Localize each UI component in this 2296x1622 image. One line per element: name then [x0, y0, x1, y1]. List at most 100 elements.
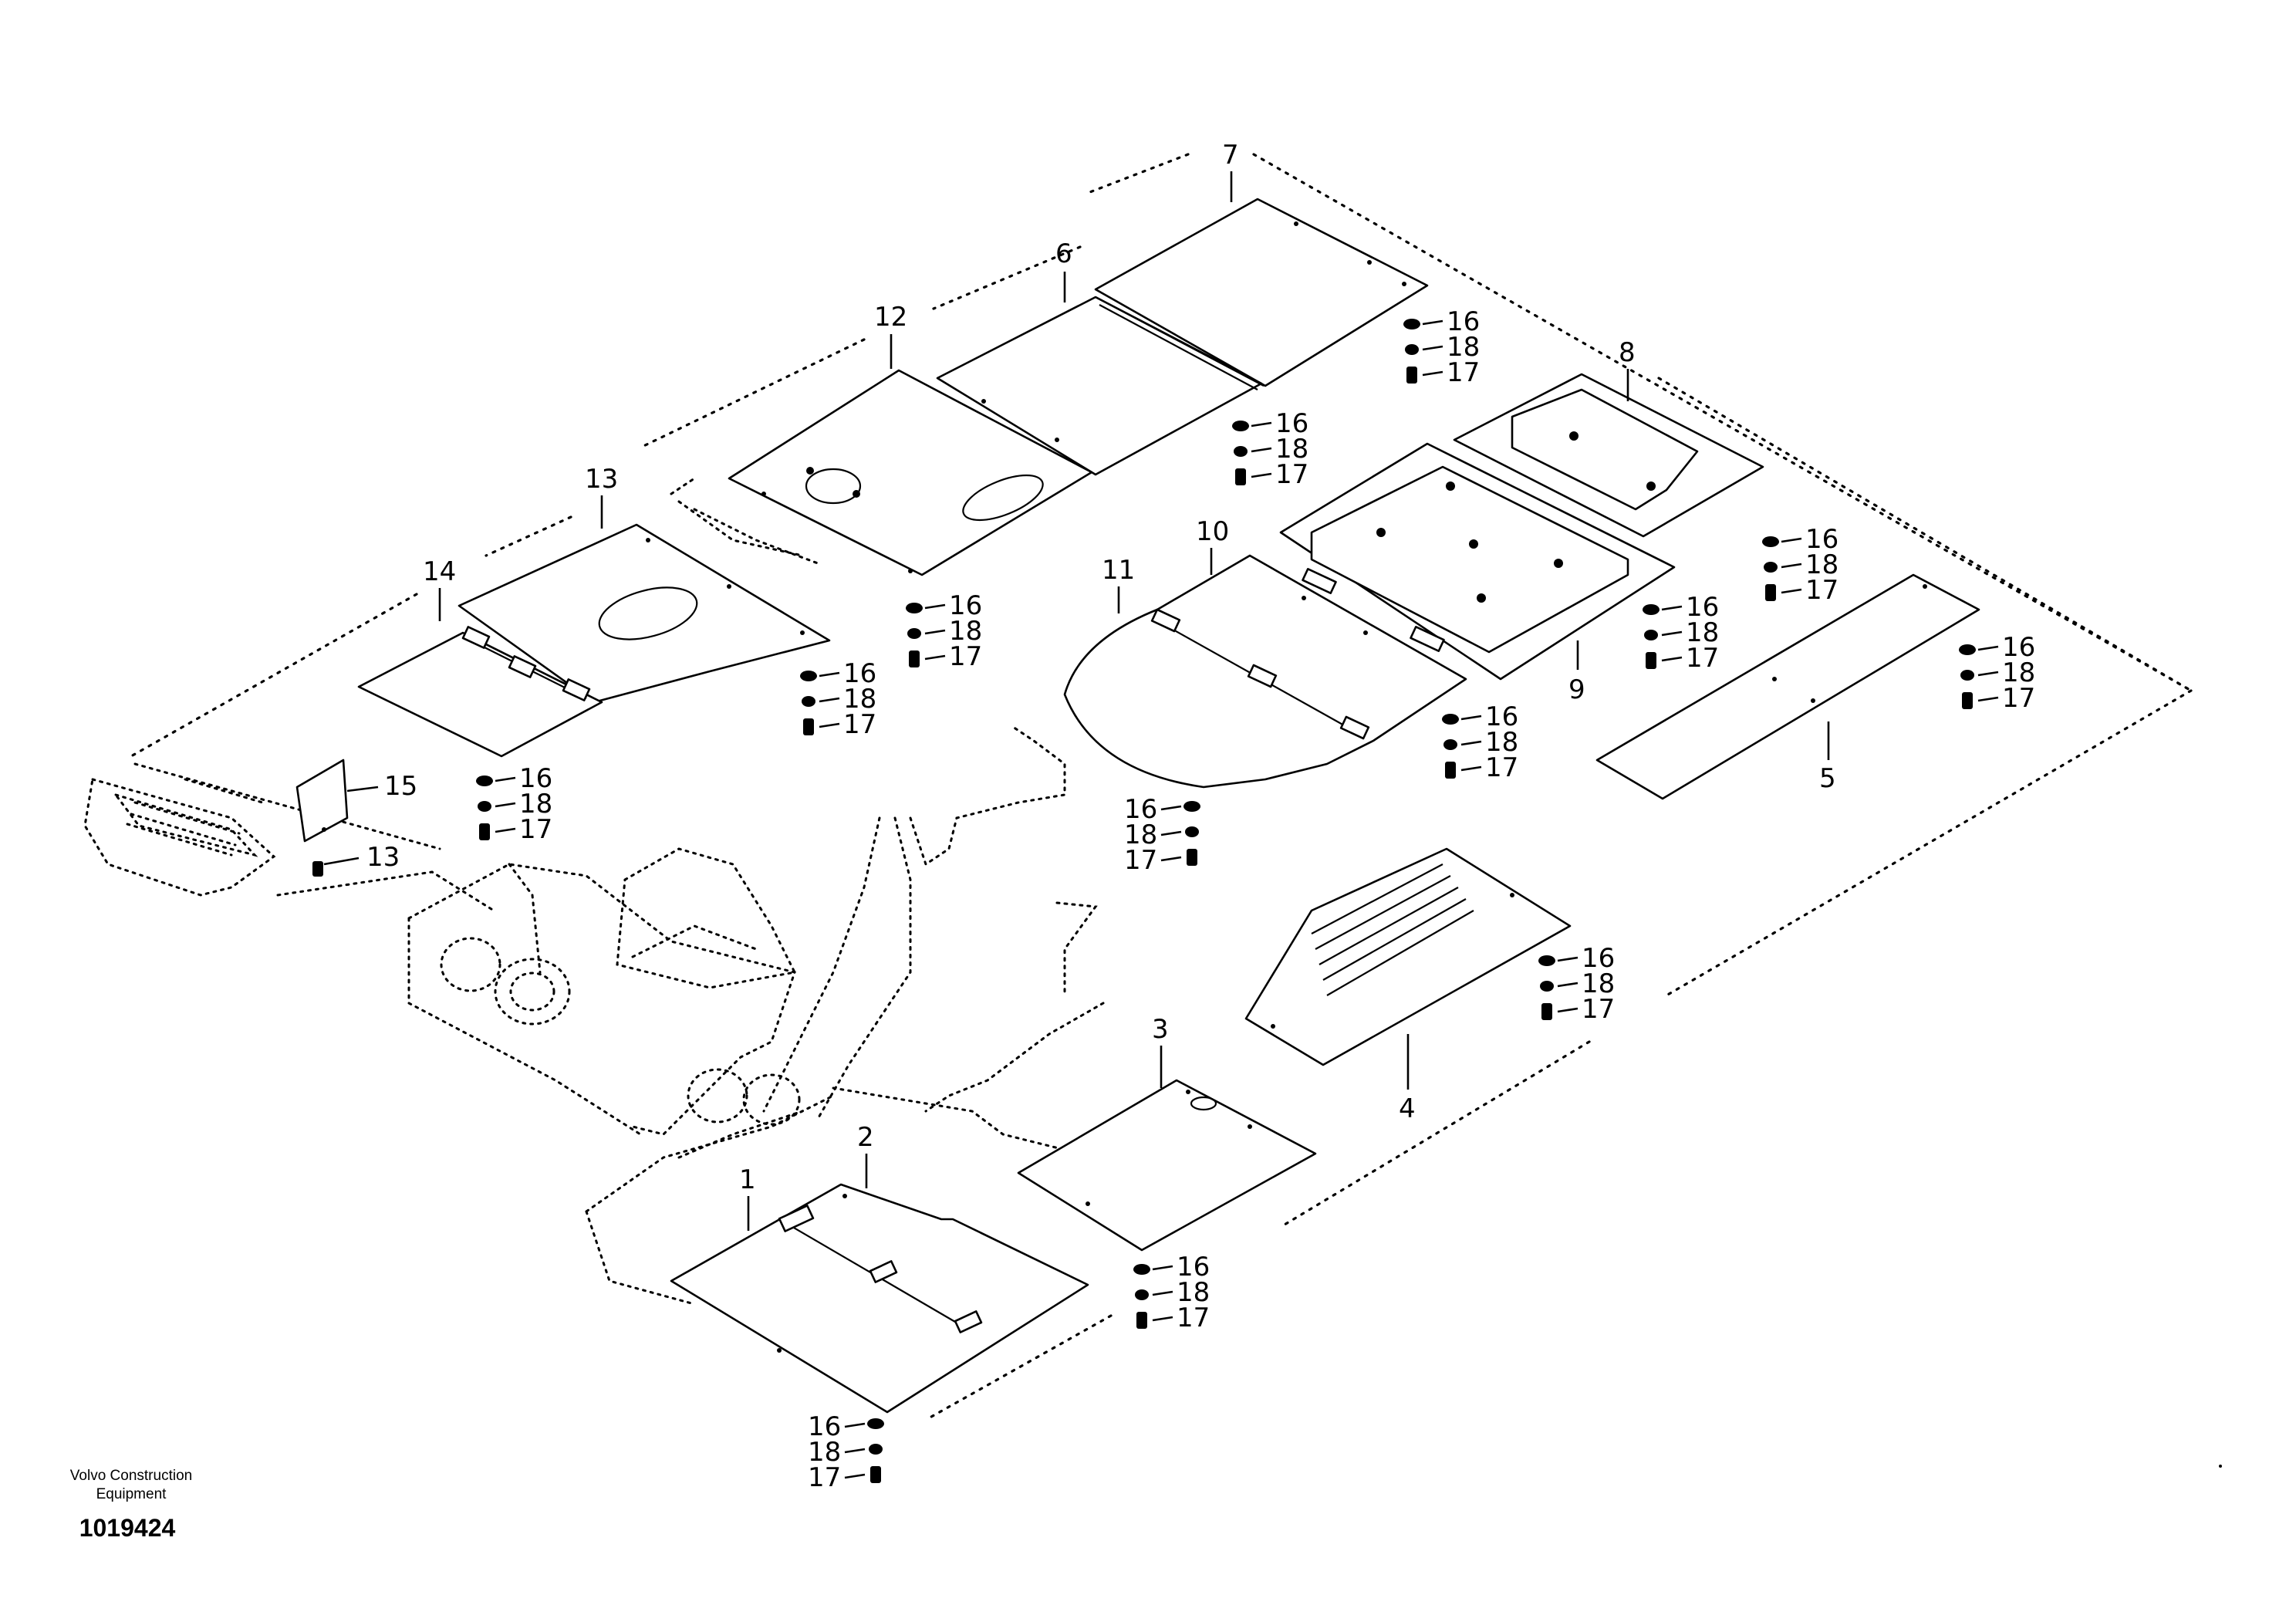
- hw-label-16: 16: [1447, 306, 1480, 337]
- hw-label-18: 18: [1485, 727, 1518, 758]
- hw-label-16: 16: [1805, 524, 1838, 555]
- hw-label-18: 18: [519, 789, 552, 819]
- hw-label-16: 16: [2002, 632, 2035, 663]
- hw-label-17: 17: [843, 709, 876, 740]
- hw-label-16: 16: [1275, 408, 1308, 439]
- hw-label-16: 16: [843, 658, 876, 689]
- spacer-icon: [869, 1444, 883, 1455]
- hw-label-18: 18: [949, 616, 982, 647]
- hw-label-16: 16: [1686, 592, 1719, 623]
- hw-label-17: 17: [1177, 1303, 1210, 1333]
- bolt-icon: [870, 1466, 881, 1483]
- callout-8: 8: [1619, 337, 1636, 368]
- panel-4: [1244, 847, 1572, 1066]
- hardware-stack-a: 16 18 17: [1403, 306, 1480, 388]
- bolt-icon: [803, 718, 814, 735]
- hardware-stack-c: 16 18 17: [906, 590, 982, 672]
- publisher-name-line2: Equipment: [96, 1486, 167, 1502]
- callout-5: 5: [1819, 763, 1836, 794]
- hw-label-18: 18: [1177, 1277, 1210, 1308]
- screw-13: [312, 861, 323, 877]
- hw-label-17: 17: [1275, 459, 1308, 490]
- panel-6: [936, 296, 1264, 476]
- hw-label-16: 16: [1177, 1252, 1210, 1282]
- callout-11: 11: [1102, 555, 1135, 586]
- washer-icon: [906, 603, 923, 613]
- panel-5: [1595, 573, 1980, 800]
- callout-10: 10: [1196, 516, 1229, 547]
- panel-14: [357, 626, 603, 758]
- hw-label-18: 18: [1275, 434, 1308, 465]
- spacer-icon: [1185, 826, 1199, 837]
- panel-8: [1453, 373, 1764, 538]
- hardware-stack-g: 16 18 17: [1643, 592, 1719, 674]
- hw-label-17: 17: [1582, 994, 1615, 1025]
- callout-1: 1: [739, 1164, 756, 1195]
- hw-label-18: 18: [808, 1437, 841, 1468]
- bolt-icon: [909, 650, 920, 667]
- panel-7: [1094, 198, 1429, 387]
- bracket-15: [295, 759, 349, 843]
- spacer-icon: [1540, 981, 1554, 992]
- stray-dot: [2219, 1465, 2222, 1468]
- hw-label-16: 16: [949, 590, 982, 621]
- spacer-icon: [1443, 739, 1457, 750]
- hw-label-17: 17: [1124, 845, 1157, 876]
- hw-label-18: 18: [1124, 819, 1157, 850]
- leader-lines: [323, 171, 1830, 1231]
- washer-icon: [867, 1418, 884, 1429]
- bolt-icon: [1646, 652, 1656, 669]
- machine-ghost-outline: [83, 477, 1105, 1306]
- callout-15: 15: [384, 771, 417, 802]
- callout-12: 12: [874, 302, 907, 333]
- hw-label-17: 17: [2002, 683, 2035, 714]
- hw-label-18: 18: [1582, 968, 1615, 999]
- spacer-icon: [478, 801, 491, 812]
- callout-13-upper: 13: [585, 464, 618, 495]
- spacer-icon: [1405, 344, 1419, 355]
- callout-6: 6: [1055, 238, 1072, 269]
- publisher-name-line1: Volvo Construction: [69, 1468, 193, 1484]
- bolt-icon: [1136, 1312, 1147, 1329]
- washer-icon: [1232, 421, 1249, 431]
- spacer-icon: [1644, 630, 1658, 640]
- washer-icon: [800, 671, 817, 681]
- callout-13-lower: 13: [366, 842, 400, 873]
- hardware-stack-f: 16 18 17: [1762, 524, 1838, 606]
- washer-icon: [1403, 319, 1420, 329]
- spacer-icon: [907, 628, 921, 639]
- hardware-stack-j: 16 18 17: [1124, 794, 1200, 876]
- hardware-stack-i: 16 18 17: [1442, 701, 1518, 783]
- bolt-icon: [1541, 1003, 1552, 1020]
- screw-icon: [312, 861, 323, 877]
- spacer-icon: [802, 696, 815, 707]
- bolt-icon: [1406, 367, 1417, 384]
- hardware-stack-e: 16 18 17: [476, 763, 552, 845]
- bolt-icon: [1765, 584, 1776, 601]
- callout-labels: 7 6 12 13 14 8 9 10 11 5 4 3 2 1 15 13: [366, 140, 1836, 1195]
- hw-label-16: 16: [1124, 794, 1157, 825]
- callout-14: 14: [423, 556, 456, 587]
- hw-label-17: 17: [808, 1462, 841, 1493]
- hw-label-16: 16: [808, 1411, 841, 1442]
- panel-3: [1017, 1079, 1317, 1252]
- panel-10: [1063, 554, 1467, 789]
- hw-label-18: 18: [1805, 549, 1838, 580]
- hw-label-16: 16: [1582, 943, 1615, 974]
- washer-icon: [1643, 604, 1660, 615]
- hardware-stack-b: 16 18 17: [1232, 408, 1308, 490]
- hw-label-18: 18: [1686, 617, 1719, 648]
- hw-label-18: 18: [2002, 657, 2035, 688]
- hw-label-17: 17: [1686, 643, 1719, 674]
- callout-2: 2: [857, 1122, 874, 1153]
- spacer-icon: [1960, 670, 1974, 681]
- assembly-group-outline: [130, 153, 2193, 1421]
- panel-1-2: [670, 1183, 1089, 1414]
- hardware-stack-k: 16 18 17: [1538, 943, 1615, 1025]
- bolt-icon: [1962, 692, 1973, 709]
- spacer-icon: [1135, 1289, 1149, 1300]
- washer-icon: [1442, 714, 1459, 725]
- bolt-icon: [1445, 762, 1456, 779]
- hw-label-17: 17: [1447, 357, 1480, 388]
- spacer-icon: [1764, 562, 1778, 573]
